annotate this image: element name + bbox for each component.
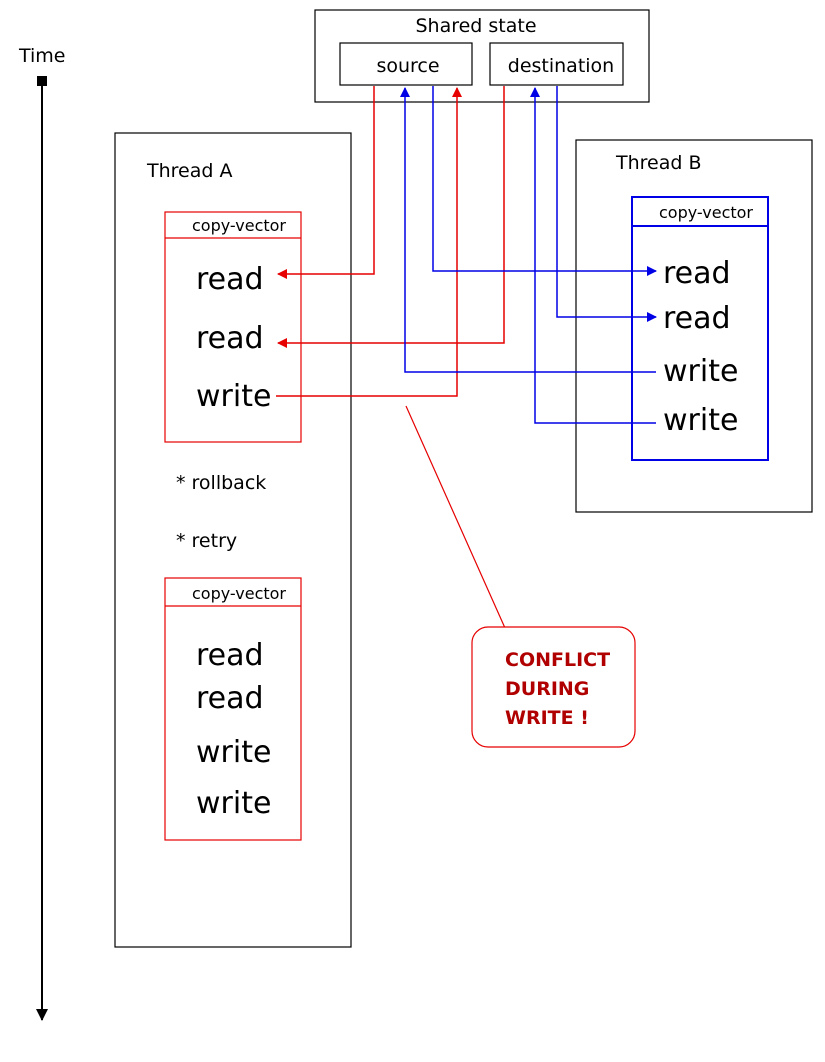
thread-b-read-destination-arrow	[556, 86, 657, 322]
rollback-note: * rollback	[176, 472, 266, 494]
thread-a-block1-op: read	[196, 262, 264, 297]
thread-a-block1-op: read	[196, 321, 264, 356]
destination-label: destination	[508, 55, 614, 77]
thread-a-block1-frame	[164, 211, 302, 443]
destination-box	[489, 42, 624, 86]
time-axis-label: Time	[18, 45, 66, 67]
thread-b-block-op: write	[663, 403, 738, 438]
thread-a-box	[114, 132, 352, 948]
thread-b-write-destination-arrow	[530, 87, 656, 424]
thread-b-copy-vector: copy-vector read read write write	[631, 196, 769, 461]
thread-a-read-destination-arrow	[277, 86, 505, 348]
thread-a-copy-vector-1: copy-vector read read write	[164, 211, 302, 443]
conflict-text-line: CONFLICT	[505, 649, 610, 671]
shared-state-title: Shared state	[415, 15, 536, 37]
thread-a-copy-vector-2: copy-vector read read write write	[164, 577, 302, 841]
thread-a-block2-frame	[164, 577, 302, 841]
time-axis-start-marker	[37, 76, 47, 86]
conflict-text-line: DURING	[505, 678, 589, 700]
thread-b-write-source-arrow	[400, 87, 656, 373]
thread-a-block2-op: read	[196, 638, 264, 673]
thread-a-block2-op: write	[196, 786, 271, 821]
time-axis: Time	[18, 45, 66, 1021]
thread-a-block1-header: copy-vector	[192, 216, 286, 235]
thread-a-read-source-arrow	[277, 86, 375, 279]
thread-a-connectors	[276, 86, 505, 397]
thread-a-block2-op: write	[196, 735, 271, 770]
conflict-callout: CONFLICT DURING WRITE !	[405, 405, 636, 748]
retry-note: * retry	[176, 530, 237, 552]
thread-b-title: Thread B	[615, 152, 702, 174]
thread-b-block-header: copy-vector	[659, 203, 753, 222]
conflict-box	[471, 626, 636, 748]
conflict-pointer-line	[405, 405, 506, 629]
thread-a: Thread A copy-vector read read write * r…	[114, 132, 352, 948]
thread-b-connectors	[400, 86, 657, 424]
thread-b-box	[575, 139, 813, 513]
thread-b-block-frame	[631, 196, 769, 461]
source-box	[339, 42, 473, 86]
thread-b: Thread B copy-vector read read write wri…	[575, 139, 813, 513]
shared-state: Shared state source destination	[314, 9, 650, 103]
thread-a-block1-op: write	[196, 379, 271, 414]
thread-a-write-destination-arrow	[276, 87, 462, 397]
conflict-text-line: WRITE !	[505, 707, 589, 729]
thread-a-block2-op: read	[196, 681, 264, 716]
thread-b-block-op: read	[663, 301, 731, 336]
thread-b-block-op: read	[663, 256, 731, 291]
thread-a-title: Thread A	[146, 160, 232, 182]
thread-b-block-op: write	[663, 354, 738, 389]
thread-b-read-source-arrow	[432, 86, 657, 276]
source-label: source	[376, 55, 439, 77]
thread-a-block2-header: copy-vector	[192, 584, 286, 603]
shared-state-box	[314, 9, 650, 103]
